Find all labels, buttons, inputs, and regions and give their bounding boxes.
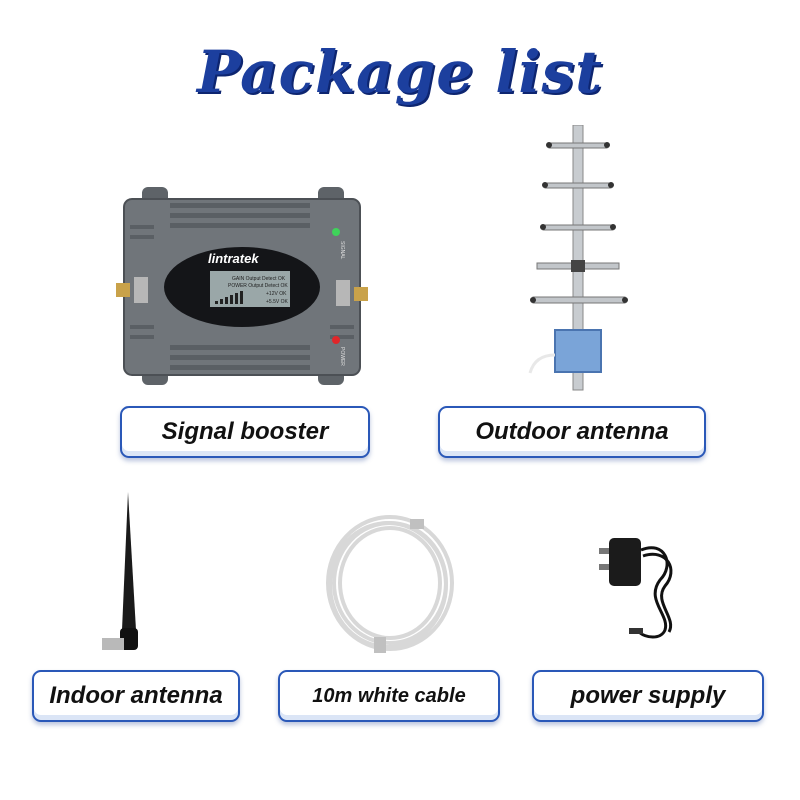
- signal-booster-image: lintratek GAIN Output Detect OK POWER Ou…: [116, 187, 368, 385]
- whip-antenna-image: [102, 492, 138, 650]
- lcd-status-2: +5.5V OK: [266, 299, 288, 305]
- lcd-line-1: GAIN Output Detect OK: [232, 276, 286, 282]
- signal-booster-label: Signal booster: [120, 406, 370, 458]
- indoor-antenna-label: Indoor antenna: [32, 670, 240, 722]
- yagi-antenna-image: [528, 125, 628, 391]
- signal-led-label: SIGNAL: [339, 241, 345, 260]
- cable-label: 10m white cable: [278, 670, 500, 722]
- brand-text: lintratek: [208, 251, 259, 266]
- page-title: Package list: [197, 38, 603, 106]
- signal-led-icon: [332, 228, 340, 236]
- outdoor-antenna-label: Outdoor antenna: [438, 406, 706, 458]
- power-led-icon: [332, 336, 340, 344]
- power-adapter-image: [599, 538, 673, 639]
- lcd-status-1: +12V OK: [266, 291, 287, 297]
- coaxial-cable-image: [326, 515, 454, 653]
- power-led-label: POWER: [339, 347, 345, 366]
- lcd-line-2: POWER Output Detect OK: [228, 283, 288, 289]
- power-supply-label: power supply: [532, 670, 764, 722]
